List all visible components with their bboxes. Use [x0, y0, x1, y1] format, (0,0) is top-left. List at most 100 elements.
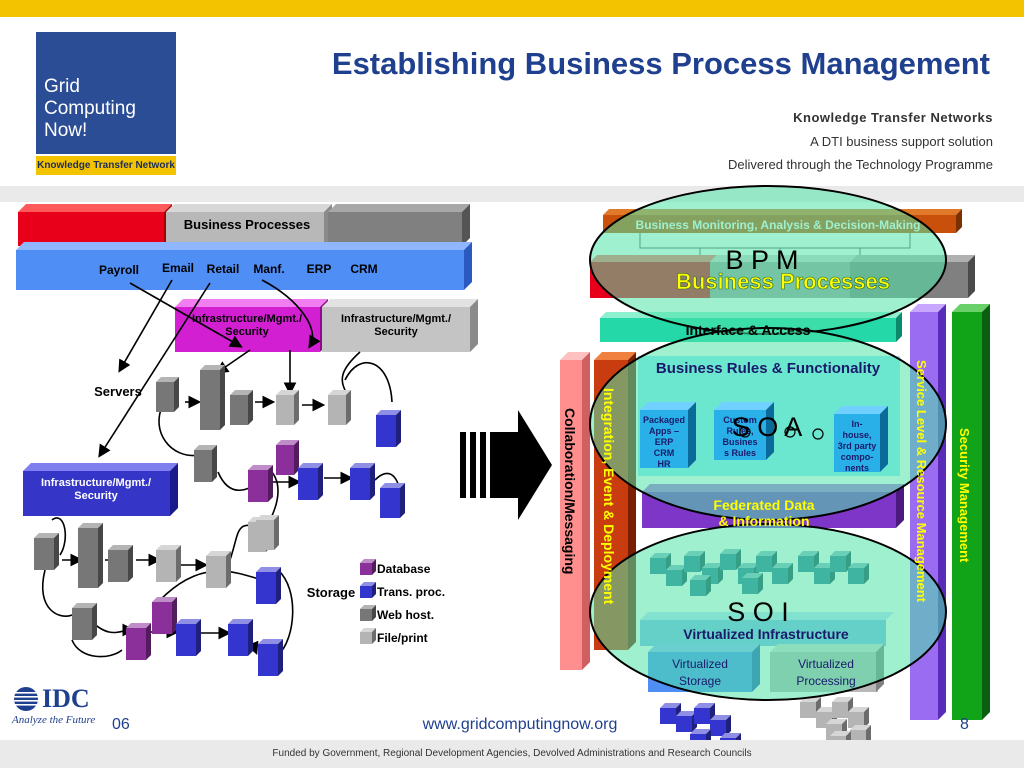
processing-cube: [848, 707, 869, 728]
device-cube: [256, 515, 279, 550]
soa-dot-2: [784, 426, 796, 438]
storage-cube: [694, 703, 715, 724]
legend-label: Database: [377, 562, 431, 576]
device-cube: [108, 545, 133, 582]
legend-swatch: [360, 582, 376, 598]
svg-text:In-: In-: [852, 419, 863, 429]
footer-number-left: 06: [112, 716, 130, 733]
infra-cube: [666, 565, 687, 586]
v-processing-label-1: Virtualized: [798, 657, 854, 671]
infra-cube: [772, 563, 793, 584]
server-storage-cubes: [34, 365, 405, 676]
soi-oval: [589, 523, 947, 701]
device-cube: [176, 619, 201, 656]
processing-cube: [800, 697, 821, 718]
app-manf: Manf.: [253, 262, 284, 276]
left-business-process-row: Business Processes: [18, 204, 470, 246]
service-level-label: Service Level & Resource Management: [914, 360, 929, 603]
soi-label: S O I: [727, 597, 789, 627]
legend-item: File/print: [360, 628, 428, 645]
device-cube: [376, 410, 401, 447]
collaboration-pillar: [560, 352, 590, 670]
transition-arrow: [460, 410, 552, 520]
rules-label: Business Rules & Functionality: [656, 360, 881, 377]
legend-item: Trans. proc.: [360, 582, 445, 599]
bpm-label: B P M: [725, 245, 798, 275]
v-storage-label-2: Storage: [679, 674, 721, 688]
svg-text:Custom: Custom: [723, 415, 757, 425]
device-cube: [200, 365, 225, 430]
soa-dot-3: [812, 428, 824, 440]
top-accent-bar: [0, 0, 1024, 17]
bpm-oval: [589, 185, 947, 335]
v-storage-label-1: Virtualized: [672, 657, 728, 671]
logo-ktn-label: Knowledge Transfer Network: [36, 156, 176, 175]
interface-access-label: Interface & Access: [686, 322, 811, 338]
footer-bar: [0, 740, 1024, 768]
left-connector-lines: [42, 279, 401, 658]
processing-cube: [826, 719, 847, 740]
ktn-line-1: Knowledge Transfer Networks: [793, 110, 993, 125]
device-cube: [156, 377, 179, 412]
svg-text:Busines: Busines: [722, 437, 757, 447]
infra-cube: [848, 563, 869, 584]
device-cube: [298, 463, 323, 500]
svg-text:Rules,: Rules,: [726, 426, 753, 436]
packaged-apps-cube: Packaged Apps – ERP CRM HR: [640, 402, 696, 469]
virtualized-storage-box: [648, 644, 760, 692]
device-cube: [248, 517, 271, 552]
idc-globe-icon: [14, 687, 38, 711]
app-retail: Retail: [207, 262, 240, 276]
collaboration-label: Collaboration/Messaging: [562, 408, 578, 574]
footer-url[interactable]: www.gridcomputingnow.org: [422, 716, 618, 733]
svg-text:3rd party: 3rd party: [838, 441, 877, 451]
inhouse-cube: In- house, 3rd party compo- nents: [834, 406, 888, 473]
infra-grey-box: Infrastructure/Mgmt./ Security: [322, 299, 478, 352]
device-cube: [72, 603, 97, 640]
rules-box: [638, 356, 900, 476]
ktn-line-2: A DTI business support solution: [810, 134, 993, 149]
soa-dot-1: [739, 426, 751, 438]
svg-text:compo-: compo-: [841, 452, 874, 462]
device-cube: [248, 465, 273, 502]
device-cube: [276, 440, 299, 475]
header-separator: [0, 186, 1024, 202]
device-cube: [78, 523, 103, 588]
virtualized-processing-box: [770, 644, 884, 692]
device-cube: [276, 390, 299, 425]
soa-label: S O A: [732, 412, 803, 442]
custom-rules-cube: Custom Rules, Busines s Rules: [714, 402, 774, 460]
svg-text:Security: Security: [74, 490, 118, 502]
infra-cube: [684, 551, 705, 572]
security-label: Security Management: [957, 428, 972, 563]
right-business-process-row: [590, 255, 975, 298]
security-pillar: [952, 304, 990, 720]
v-processing-label-2: Processing: [796, 674, 855, 688]
svg-text:Infrastructure/Mgmt./: Infrastructure/Mgmt./: [41, 477, 151, 489]
device-cube: [380, 483, 405, 518]
svg-text:HR: HR: [658, 459, 671, 469]
svg-text:Apps –: Apps –: [649, 426, 679, 436]
infra-cube: [742, 573, 763, 594]
svg-text:Packaged: Packaged: [643, 415, 685, 425]
infra-magenta-box: Infrastructure/Mgmt./ Security: [175, 299, 328, 352]
legend-swatch: [360, 628, 376, 644]
device-cube: [228, 619, 253, 656]
app-erp: ERP: [307, 262, 332, 276]
storage-cube: [660, 703, 681, 724]
infra-cube: [830, 551, 851, 572]
idc-logo: IDC Analyze the Future: [12, 684, 122, 732]
svg-text:s Rules: s Rules: [724, 448, 756, 458]
storage-cube: [710, 715, 731, 736]
slide-number: 8: [960, 716, 969, 733]
integration-pillar: [594, 352, 636, 650]
infra-cube: [690, 575, 711, 596]
ktn-line-3: Delivered through the Technology Program…: [728, 157, 993, 172]
legend-swatch: [360, 605, 376, 621]
legend-label: Web host.: [377, 608, 434, 622]
idc-name: IDC: [42, 684, 90, 713]
legend-item: Database: [360, 559, 431, 576]
funding-note: Funded by Government, Regional Developme…: [272, 748, 752, 759]
device-cube: [206, 551, 231, 588]
